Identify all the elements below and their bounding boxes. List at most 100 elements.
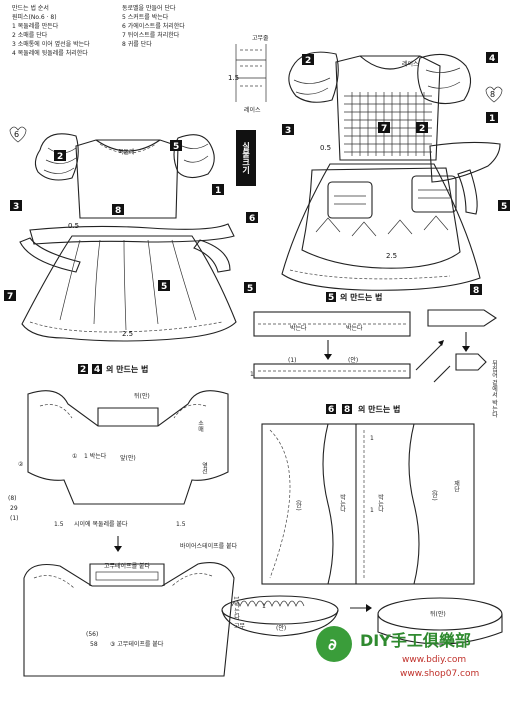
svg-text:8: 8 bbox=[473, 286, 479, 296]
model6-number: 6 bbox=[14, 130, 19, 139]
watermark-site2: www.shop07.com bbox=[400, 669, 479, 679]
skirt-label-l7: 1 bbox=[370, 507, 374, 514]
svg-text:8: 8 bbox=[344, 405, 350, 415]
instructions-step-r2: 6 가에이스트를 처리한다 bbox=[122, 22, 185, 30]
svg-text:5: 5 bbox=[247, 284, 253, 294]
instructions-step-2: 2 소매를 단다 bbox=[12, 31, 48, 39]
bodice-section-header: 의 만드는 법 bbox=[106, 364, 148, 374]
bodice-dim-15a: 1.5 bbox=[54, 521, 64, 528]
vertical-label: 실물크기 bbox=[236, 130, 256, 186]
svg-text:∂: ∂ bbox=[328, 635, 337, 654]
svg-text:2: 2 bbox=[80, 365, 86, 375]
heart-icon bbox=[9, 126, 27, 143]
belt-label-one: 1 bbox=[250, 371, 254, 378]
bodice-dim-15b: 1.5 bbox=[176, 521, 186, 528]
skirt-label-l3: 박는다 bbox=[377, 493, 384, 513]
bodice-left-v3: (1) bbox=[10, 515, 19, 522]
svg-text:7: 7 bbox=[381, 124, 387, 134]
logo-icon bbox=[316, 626, 352, 662]
skirt-section-header: 의 만드는 법 bbox=[358, 404, 400, 414]
model8-label-lace: 레이스 bbox=[244, 106, 261, 114]
skirt-waist-c: 뒤(안) bbox=[430, 610, 446, 618]
svg-text:1: 1 bbox=[489, 114, 495, 124]
bodice-lower-a: 고무테이프를 붙다 bbox=[104, 562, 151, 570]
skirt-label-l1: (안) bbox=[295, 500, 302, 511]
skirt-label-l6: 1 bbox=[370, 435, 374, 442]
svg-text:4: 4 bbox=[489, 54, 495, 64]
bodice-binding-note: 바이어스테이프를 붙다 bbox=[180, 542, 238, 550]
instructions-step-r1: 5 스커트를 박는다 bbox=[122, 13, 169, 21]
skirt-label-l2: 박는다 bbox=[339, 493, 346, 513]
model6-tag-3: 3 bbox=[10, 200, 22, 212]
heart-icon bbox=[485, 86, 503, 103]
svg-text:5: 5 bbox=[161, 282, 167, 292]
belt-side-note: 뒤집어 겉에서 박는다 bbox=[491, 359, 498, 419]
instructions-step-1: 1 목둘레를 만든다 bbox=[12, 22, 59, 30]
instructions-step-r3: 7 뒤이스트를 처리한다 bbox=[122, 31, 180, 39]
vertical-label-text: 실물크기 bbox=[241, 141, 250, 175]
belt-section-header: 의 만드는 법 bbox=[340, 292, 382, 302]
bodice-label-circle1: ① bbox=[72, 453, 77, 460]
instructions-pattern-ref: 원피스(No.6 · 8) bbox=[12, 13, 57, 21]
model6-dim-hem: 2.5 bbox=[122, 330, 133, 338]
model8-tag-5: 5 bbox=[498, 200, 510, 212]
svg-text:8: 8 bbox=[115, 206, 121, 216]
model8-tag-2a: 2 bbox=[302, 54, 314, 66]
skirt-waist-b: (안) bbox=[276, 624, 286, 632]
instructions-title: 만드는 법 순서 bbox=[12, 4, 49, 12]
model6-tag-4: 5 bbox=[170, 140, 182, 152]
model8-tag-3: 3 bbox=[282, 124, 294, 136]
belt-section-tag: 5 bbox=[328, 293, 334, 303]
bodice-left-v: (8) bbox=[8, 495, 17, 502]
model6-tag-2: 2 bbox=[54, 150, 66, 162]
model6-tag-7: 7 bbox=[4, 290, 16, 302]
model6-tag-5a: 5 bbox=[158, 280, 170, 292]
instructions-step-r0: 동로벨을 만들어 단다 bbox=[122, 4, 176, 12]
skirt-label-l4: (안) bbox=[431, 490, 438, 501]
bodice-label-front: 뒤(안) bbox=[134, 392, 150, 400]
bodice-label-sleeve-r: 소매 bbox=[197, 420, 204, 433]
watermark-site1: www.bdiy.com bbox=[402, 655, 466, 665]
svg-text:5: 5 bbox=[173, 142, 179, 152]
watermark-brand: DIY手工俱樂部 bbox=[360, 631, 471, 650]
svg-text:4: 4 bbox=[94, 365, 100, 375]
instructions-step-r4: 8 귀를 단다 bbox=[122, 40, 152, 48]
arrow-down-left-icon bbox=[433, 365, 451, 383]
model6-dim-sleeve: 0.5 bbox=[68, 222, 79, 230]
arrow-up-right-icon bbox=[415, 343, 443, 371]
svg-text:3: 3 bbox=[13, 202, 19, 212]
bodice-label-circle2: ② bbox=[18, 461, 24, 468]
skirt-waist-a: 고무 bbox=[234, 623, 246, 630]
model6-tag-1: 1 bbox=[212, 184, 224, 196]
instructions-block: 만드는 법 순서 원피스(No.6 · 8) 1 목둘레를 만든다 2 소매를 … bbox=[12, 4, 185, 57]
svg-text:6: 6 bbox=[249, 214, 255, 224]
model8-tag-6: 6 bbox=[246, 212, 258, 224]
svg-text:5: 5 bbox=[501, 202, 507, 212]
belt-label-mark: (1) bbox=[288, 357, 297, 364]
bodice-label-stitch1: 1 박는다 bbox=[84, 452, 107, 460]
belt-section: 5 의 만드는 법 박는다 박는다 1 (1) (안) 뒤집어 겉에서 박는다 bbox=[250, 292, 498, 419]
bodice-lower-d: ③ 고무테이프를 붙다 bbox=[110, 640, 164, 648]
model6-tag-5b: 5 bbox=[244, 282, 256, 294]
model8-dim-hem: 2.5 bbox=[386, 252, 397, 260]
skirt-section: 6 8 의 만드는 법 (안) 박는다 박는다 (안) 재단 1 1 고무 (안… bbox=[221, 404, 503, 645]
svg-text:3: 3 bbox=[285, 126, 291, 136]
model8-label-gather: 고무줄 bbox=[252, 35, 269, 42]
model8-tag-2b: 2 bbox=[416, 122, 428, 134]
bodice-lower-c: 58 bbox=[90, 641, 98, 648]
svg-text:6: 6 bbox=[328, 405, 334, 415]
model6-neck-label: 목둘레 bbox=[118, 148, 135, 156]
belt-label-side: (안) bbox=[348, 356, 358, 364]
model8-tag-4: 4 bbox=[486, 52, 498, 64]
belt-label-fold: 박는다 bbox=[290, 324, 307, 332]
bodice-lower-b: (56) bbox=[86, 631, 98, 638]
dress-model-8: 8 1.5 고무줄 레이스 0.5 2.5 레이스 bbox=[228, 35, 510, 296]
svg-text:7: 7 bbox=[7, 292, 13, 302]
belt-label-stitch: 박는다 bbox=[346, 324, 363, 332]
bodice-lower-side: 1 박는다 bbox=[233, 596, 240, 621]
bodice-bottom-label: 시이에 목둘레를 붙다 bbox=[74, 520, 128, 528]
svg-text:2: 2 bbox=[57, 152, 63, 162]
instructions-step-4: 4 목둘레에 뒷돌레를 처리한다 bbox=[12, 49, 88, 57]
model6-tag-8: 8 bbox=[112, 204, 124, 216]
dress-model-6: 6 0.5 2.5 목둘레 2 5 8 3 1 5 5 7 bbox=[4, 126, 256, 342]
